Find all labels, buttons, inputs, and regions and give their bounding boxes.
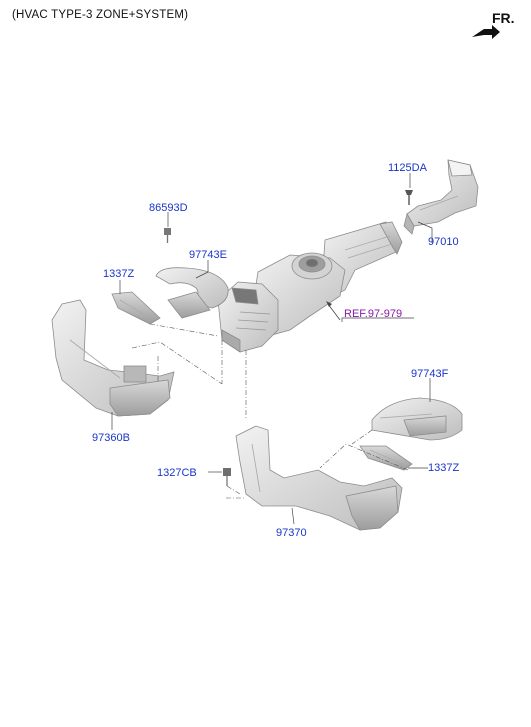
seal-1337Z-left (111, 291, 161, 325)
page-title: (HVAC TYPE-3 ZONE+SYSTEM) (12, 9, 189, 21)
reference-leader-arrow-icon (326, 301, 341, 321)
part-label-97743F[interactable]: 97743F (411, 368, 449, 380)
part-label-1327CB[interactable]: 1327CB (157, 467, 197, 479)
front-direction-label: FR. (492, 10, 515, 26)
seal-1337Z-right (359, 445, 413, 471)
hvac-front-module (217, 281, 279, 353)
leader-lines (111, 173, 433, 525)
part-label-97370[interactable]: 97370 (276, 527, 307, 539)
duct-97360B (51, 299, 175, 417)
clip-86593D-icon (164, 228, 171, 243)
front-direction-arrow-icon (472, 25, 500, 39)
part-label-97360B[interactable]: 97360B (92, 432, 130, 444)
reference-label[interactable]: REF.97-979 (344, 308, 403, 320)
part-label-1337Z-left[interactable]: 1337Z (103, 268, 135, 280)
part-label-86593D[interactable]: 86593D (149, 202, 188, 214)
bolt-1125DA-icon (405, 190, 413, 205)
duct-97743F (371, 397, 463, 441)
duct-97370 (235, 425, 403, 531)
part-label-1337Z-right[interactable]: 1337Z (428, 462, 460, 474)
duct-97743E (155, 267, 229, 319)
screw-1327CB-icon (223, 468, 231, 486)
part-label-97010[interactable]: 97010 (428, 236, 459, 248)
rear-duct-97010 (403, 159, 479, 235)
part-label-1125DA[interactable]: 1125DA (388, 162, 427, 174)
assembly-lines (131, 323, 409, 499)
part-label-97743E[interactable]: 97743E (189, 249, 227, 261)
